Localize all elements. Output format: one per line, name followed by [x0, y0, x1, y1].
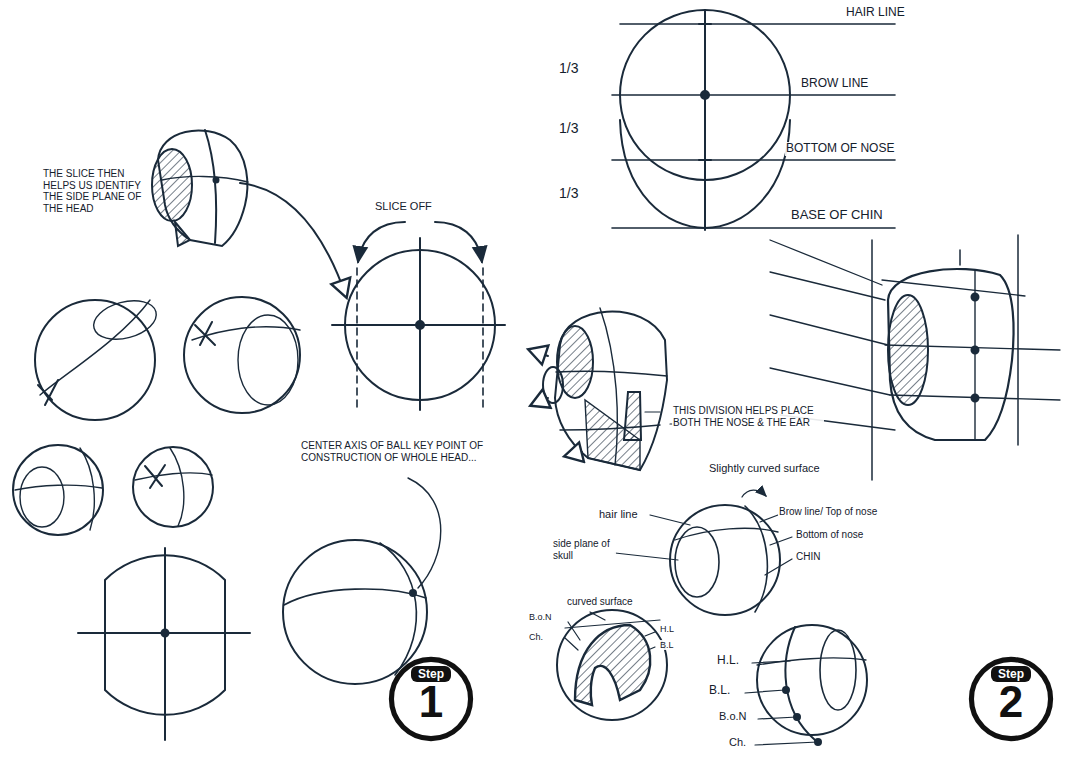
annotation: 1/3 [558, 185, 579, 201]
annotation: Slightly curved surface [708, 462, 821, 475]
annotation: CENTER AXIS OF BALL KEY POINT OF CONSTRU… [300, 440, 507, 463]
annotation: hair line [598, 508, 639, 521]
annotation: B.o.N [528, 612, 553, 622]
annotation: 1/3 [558, 60, 579, 76]
annotation: B.L. [708, 684, 731, 698]
step-badge: Step1 [388, 656, 474, 742]
annotation: BOTTOM OF NOSE [785, 142, 895, 156]
annotation: Brow line/ Top of nose [778, 506, 878, 518]
annotation: Bottom of nose [795, 529, 864, 541]
annotation: HAIR LINE [845, 6, 906, 20]
annotation: B.L [659, 640, 675, 650]
annotation: curved surface [566, 596, 634, 608]
step-number: 1 [388, 680, 474, 724]
annotation: side plane of skull [552, 538, 616, 561]
annotation: Ch. [728, 736, 747, 749]
annotation: BROW LINE [800, 77, 869, 91]
annotation: THE SLICE THEN HELPS US IDENTIFY THE SID… [42, 168, 144, 214]
annotation: 1/3 [558, 120, 579, 136]
annotation: H.L [659, 624, 675, 634]
annotation: BASE OF CHIN [790, 208, 884, 223]
annotation: B.o.N [718, 710, 748, 723]
annotation: SLICE OFF [374, 200, 433, 213]
annotation: THIS DIVISION HELPS PLACE BOTH THE NOSE … [672, 405, 824, 428]
step-badge: Step2 [968, 656, 1054, 742]
annotation: CHIN [795, 551, 821, 563]
step-number: 2 [968, 680, 1054, 724]
annotation: H.L. [716, 654, 740, 668]
annotation: Ch. [528, 632, 544, 642]
